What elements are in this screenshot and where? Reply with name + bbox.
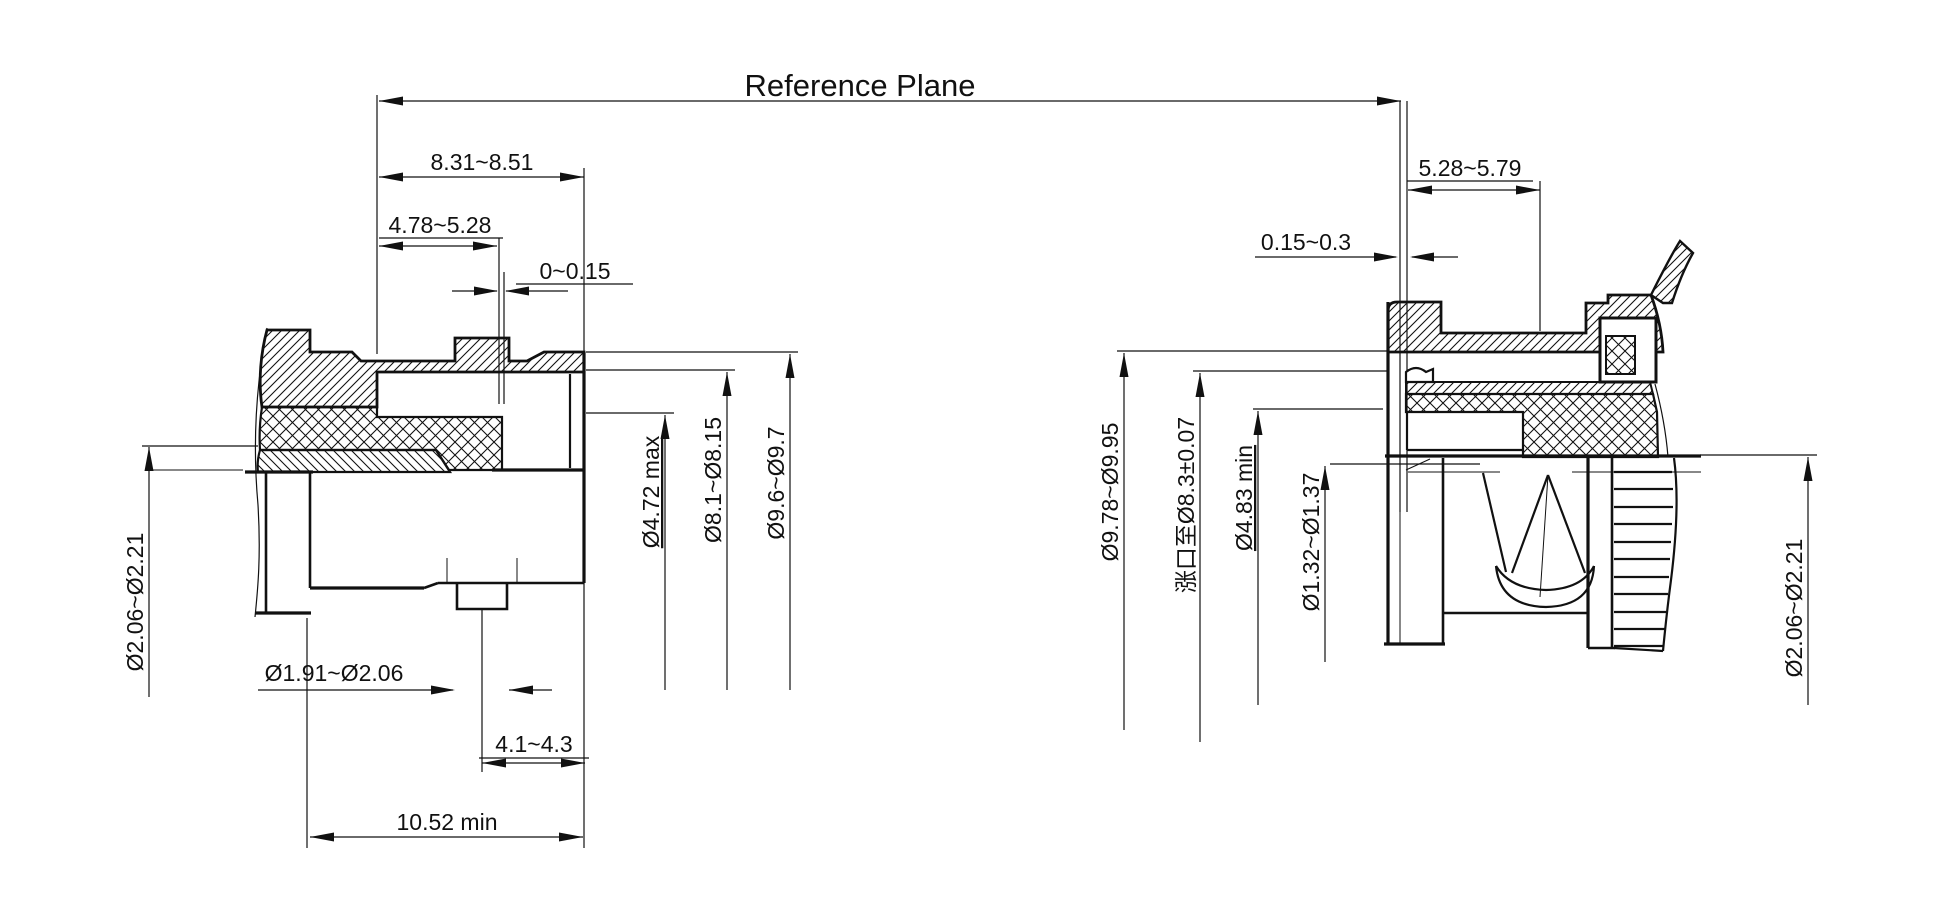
right-break-line-upper <box>1654 383 1669 458</box>
dim-label: Ø4.83 min <box>1231 445 1257 551</box>
reference-plane-dimension: Reference Plane <box>376 68 1408 512</box>
left-view-part <box>152 327 586 618</box>
dim-left-dia-inner: Ø8.1~Ø8.15 <box>586 369 735 690</box>
dim-right-dia-bore: Ø4.83 min <box>1231 408 1383 705</box>
right-crimp-ribs <box>1613 457 1678 653</box>
right-body-section <box>1386 293 1665 354</box>
dim-label: Ø1.91~Ø2.06 <box>265 660 404 686</box>
right-dielectric-section <box>1404 392 1660 459</box>
right-contact-lip <box>1404 366 1435 384</box>
dim-right-dia-flare: 涨口至Ø8.3±0.07 <box>1173 370 1387 742</box>
left-cable-section <box>256 448 453 474</box>
dim-label: 0~0.15 <box>540 258 611 284</box>
dim-left-dia-cable: Ø2.06~Ø2.21 <box>122 445 258 697</box>
dim-label: 4.78~5.28 <box>389 212 492 238</box>
dim-left-pin-length: 4.1~4.3 <box>479 610 589 772</box>
dim-label: Ø9.78~Ø9.95 <box>1097 423 1123 562</box>
dim-left-dia-flange: Ø9.6~Ø9.7 <box>586 351 798 690</box>
dim-right-dia-cable: Ø2.06~Ø2.21 <box>1700 454 1817 705</box>
dim-right-dia-pin-hole: Ø1.32~Ø1.37 <box>1298 463 1480 662</box>
right-gasket-section <box>1605 335 1636 375</box>
dim-label: 4.1~4.3 <box>495 731 572 757</box>
dim-label: Ø4.72 max <box>638 435 664 548</box>
dim-label: 5.28~5.79 <box>1419 155 1522 181</box>
right-boot-section <box>1649 239 1695 305</box>
dim-left-gap: 0~0.15 <box>452 238 633 404</box>
dim-label: 0.15~0.3 <box>1261 229 1351 255</box>
dim-label: 8.31~8.51 <box>431 149 534 175</box>
right-center-contact <box>1481 472 1596 609</box>
dim-label: Ø8.1~Ø8.15 <box>700 417 726 543</box>
dim-right-length-top: 5.28~5.79 <box>1407 155 1541 331</box>
dim-left-dia-bore: Ø4.72 max <box>586 412 674 690</box>
dim-label: Ø1.32~Ø1.37 <box>1298 473 1324 612</box>
page-title: Reference Plane <box>745 68 976 103</box>
right-view-part <box>1384 239 1701 653</box>
dim-label: 涨口至Ø8.3±0.07 <box>1173 417 1199 593</box>
dim-left-dia-pin: Ø1.91~Ø2.06 <box>258 660 552 695</box>
dim-label: 10.52 min <box>396 809 497 835</box>
left-dielectric-section <box>258 405 504 472</box>
left-body-section <box>258 328 586 409</box>
dim-label: Ø9.6~Ø9.7 <box>763 426 789 539</box>
left-center-pin-tip <box>455 583 509 611</box>
dim-right-dia-outer: Ø9.78~Ø9.95 <box>1097 350 1387 730</box>
dim-right-gap: 0.15~0.3 <box>1255 229 1458 262</box>
dim-left-length-mid: 4.78~5.28 <box>379 212 503 251</box>
left-break-line <box>254 327 268 618</box>
dim-label: Ø2.06~Ø2.21 <box>122 533 148 672</box>
right-sleeve-section <box>1405 381 1655 395</box>
dim-label: Ø2.06~Ø2.21 <box>1781 539 1807 678</box>
dim-left-length-overall: 10.52 min <box>306 618 583 848</box>
right-break-line-lower <box>1661 457 1678 652</box>
